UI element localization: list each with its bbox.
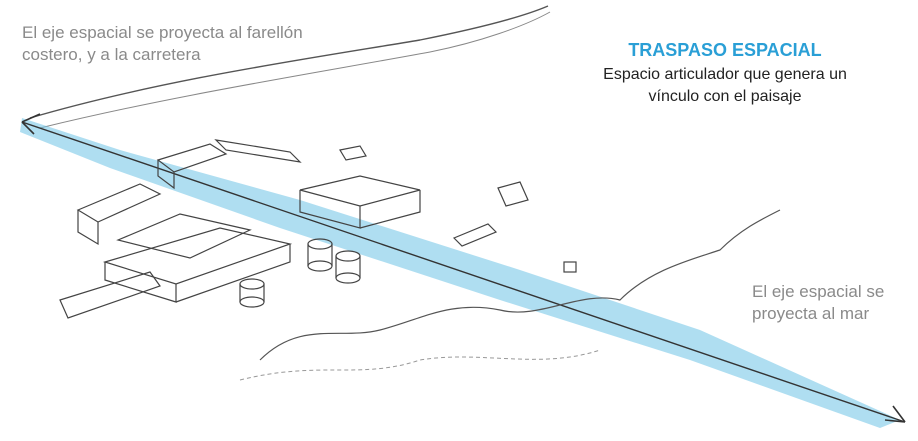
axis-arrow-left (21, 113, 41, 135)
storage-tanks (239, 238, 577, 308)
annotation-coastal-line1: El eje espacial se proyecta al farellón (22, 23, 303, 42)
axis-arrow-right (884, 405, 906, 423)
subtitle-line1: Espacio articulador que genera un (603, 66, 847, 83)
spatial-axis-band (20, 118, 900, 428)
spatial-axis-line (21, 121, 906, 423)
annotation-sea-projection: El eje espacial se proyecta al mar (752, 281, 884, 325)
coastal-cliff-line (29, 5, 549, 119)
annotation-coastal-projection: El eje espacial se proyecta al farellón … (22, 22, 303, 66)
title-block: TRASPASO ESPACIAL Espacio articulador qu… (560, 38, 890, 108)
industrial-buildings (59, 139, 529, 319)
main-title: TRASPASO ESPACIAL (628, 40, 822, 60)
annotation-sea-line2: proyecta al mar (752, 304, 870, 323)
subtitle-line2: vínculo con el paisaje (648, 88, 802, 105)
annotation-sea-line1: El eje espacial se (752, 282, 885, 301)
annotation-coastal-line2: costero, y a la carretera (22, 45, 201, 64)
shoreline (259, 209, 781, 361)
subtitle: Espacio articulador que genera un víncul… (560, 64, 890, 108)
